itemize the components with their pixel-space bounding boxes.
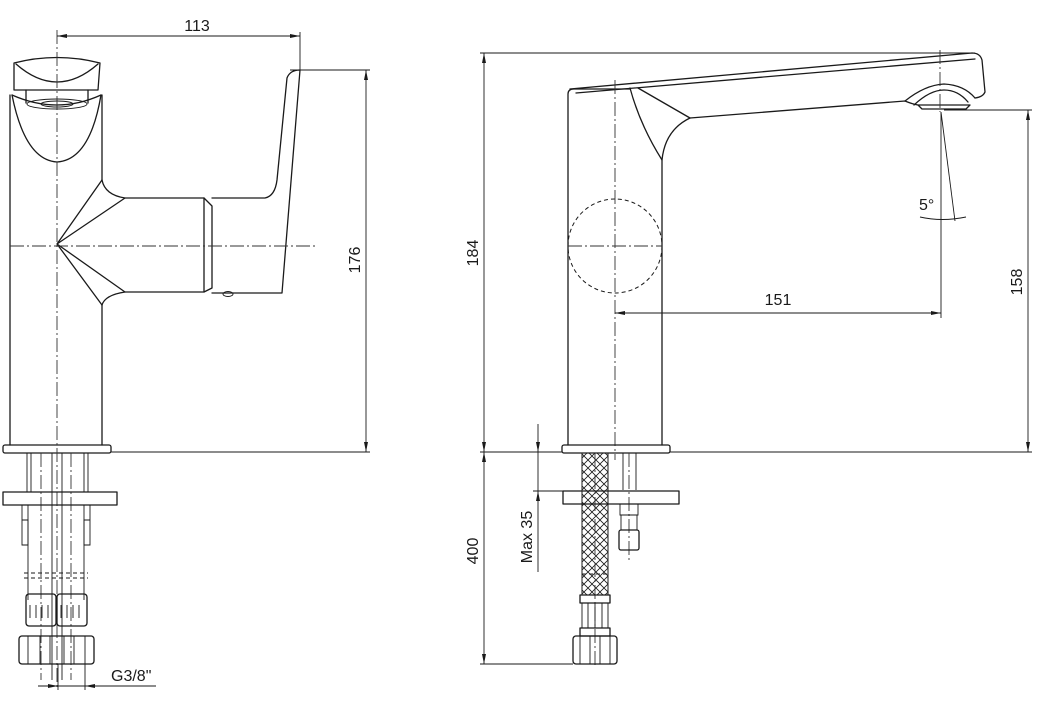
label-151: 151 [765,292,792,309]
dimension-176: 176 [111,69,370,453]
dimension-400: 400 [465,452,573,665]
dimension-thread: G3/8" [38,664,156,690]
label-5deg: 5° [919,197,934,214]
label-113: 113 [184,18,210,35]
dimension-max35: Max 35 [519,424,563,572]
label-thread: G3/8" [111,668,151,685]
label-184: 184 [465,240,482,267]
side-view: 184 151 5° 158 [465,50,1032,668]
dimension-151: 151 [615,112,942,318]
dimension-158: 158 [670,109,1032,453]
front-view: 113 176 G3/8" [2,18,370,690]
label-176: 176 [347,247,364,274]
label-158: 158 [1009,269,1026,296]
dimension-113: 113 [57,18,301,70]
dimension-angle: 5° [919,111,967,222]
label-400: 400 [465,538,482,565]
label-max35: Max 35 [519,511,536,564]
dimension-184: 184 [465,52,975,453]
